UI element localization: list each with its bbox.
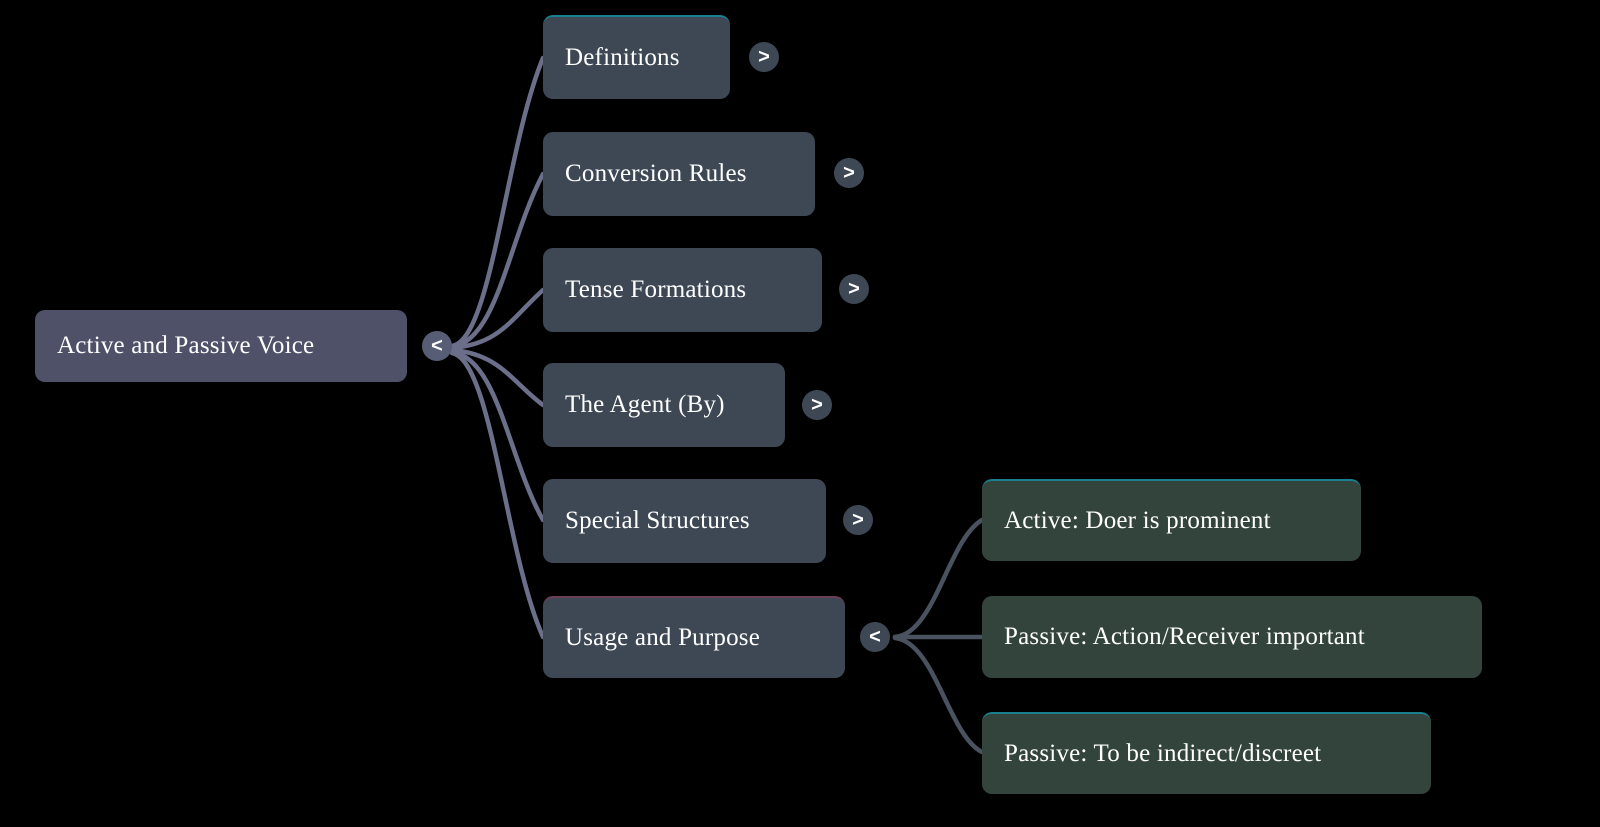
edge-root-tense-formations	[449, 287, 546, 351]
toggle-usage-and-purpose[interactable]: <	[860, 622, 890, 652]
node-special-structures-label: Special Structures	[565, 507, 750, 535]
chevron-right-icon: >	[848, 278, 860, 300]
chevron-right-icon: >	[758, 46, 770, 68]
edge-root-usage-and-purpose	[449, 350, 546, 640]
node-conversion-rules[interactable]: Conversion Rules	[543, 132, 815, 216]
node-root[interactable]: Active and Passive Voice	[35, 310, 407, 382]
node-passive-indirect-discreet-label: Passive: To be indirect/discreet	[1004, 740, 1322, 768]
edge-usage-active-doer	[892, 517, 985, 640]
node-usage-and-purpose-label: Usage and Purpose	[565, 624, 761, 652]
node-definitions[interactable]: Definitions	[543, 15, 730, 99]
chevron-left-icon: <	[431, 335, 443, 357]
edge-root-the-agent	[449, 347, 546, 408]
toggle-tense-formations[interactable]: >	[839, 274, 869, 304]
node-root-label: Active and Passive Voice	[57, 332, 315, 360]
edge-root-conversion-rules	[449, 171, 546, 350]
node-tense-formations-label: Tense Formations	[565, 276, 747, 304]
node-passive-indirect-discreet[interactable]: Passive: To be indirect/discreet	[982, 712, 1431, 794]
node-special-structures[interactable]: Special Structures	[543, 479, 826, 563]
toggle-special-structures[interactable]: >	[843, 505, 873, 535]
node-conversion-rules-label: Conversion Rules	[565, 160, 747, 188]
chevron-right-icon: >	[852, 509, 864, 531]
toggle-conversion-rules[interactable]: >	[834, 158, 864, 188]
node-the-agent[interactable]: The Agent (By)	[543, 363, 785, 447]
node-tense-formations[interactable]: Tense Formations	[543, 248, 822, 332]
toggle-the-agent[interactable]: >	[802, 390, 832, 420]
chevron-left-icon: <	[869, 626, 881, 648]
node-definitions-label: Definitions	[565, 44, 680, 72]
node-passive-action-receiver-label: Passive: Action/Receiver important	[1004, 623, 1365, 651]
chevron-right-icon: >	[843, 162, 855, 184]
toggle-definitions[interactable]: >	[749, 42, 779, 72]
edge-usage-passive-indirect	[892, 635, 985, 755]
node-active-doer-prominent-label: Active: Doer is prominent	[1004, 507, 1271, 535]
toggle-root[interactable]: <	[422, 331, 452, 361]
usage-edge-group	[892, 517, 985, 755]
node-passive-action-receiver[interactable]: Passive: Action/Receiver important	[982, 596, 1482, 678]
node-the-agent-label: The Agent (By)	[565, 391, 725, 419]
edge-root-special-structures	[449, 349, 546, 523]
node-active-doer-prominent[interactable]: Active: Doer is prominent	[982, 479, 1361, 561]
edge-root-definitions	[449, 55, 546, 349]
node-usage-and-purpose[interactable]: Usage and Purpose	[543, 596, 845, 678]
root-edge-group	[449, 55, 546, 640]
chevron-right-icon: >	[811, 394, 823, 416]
